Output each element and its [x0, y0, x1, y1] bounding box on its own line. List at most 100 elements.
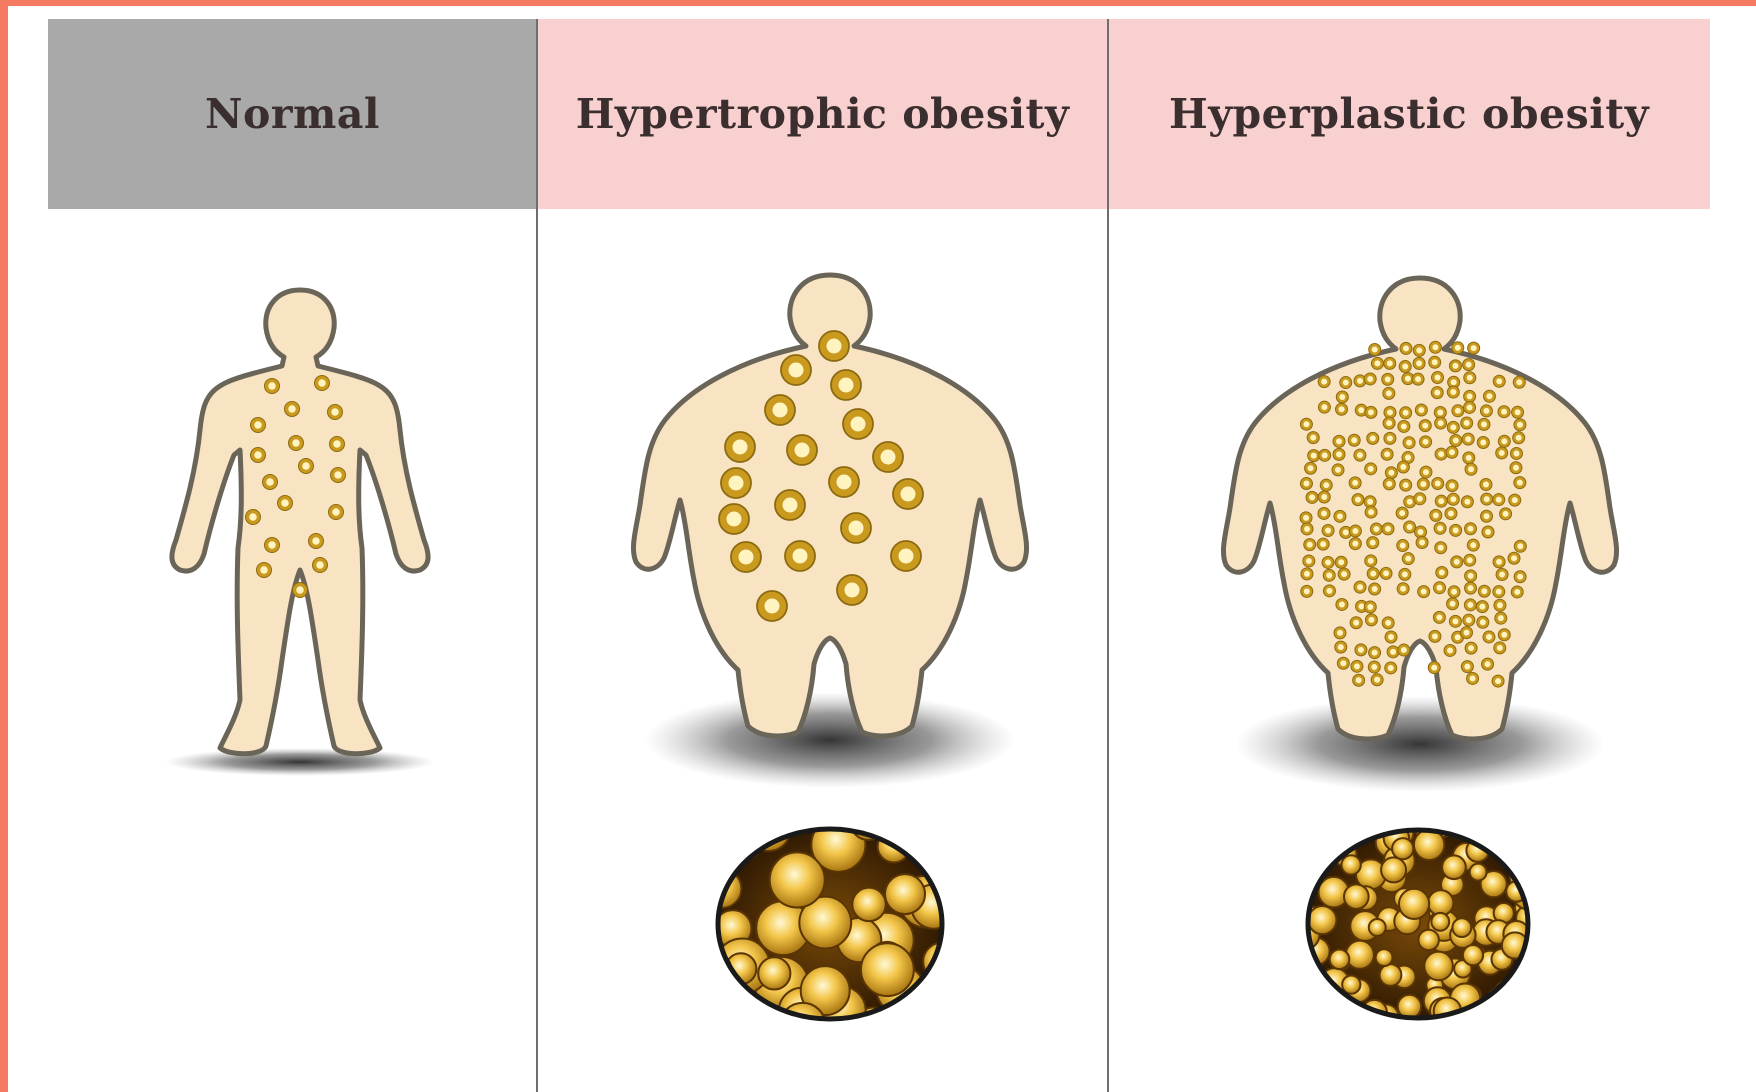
micrograph-cell [852, 888, 885, 921]
fat-cell [1385, 631, 1397, 643]
fat-cell [1435, 448, 1447, 460]
fat-cell [1335, 641, 1347, 653]
fat-cell [257, 563, 272, 578]
fat-cell [775, 490, 805, 520]
fat-cell [1514, 540, 1526, 552]
fat-cell [1323, 585, 1335, 597]
fat-cell [1400, 479, 1412, 491]
fat-cell [1301, 523, 1313, 535]
fat-cell [843, 409, 873, 439]
fat-cell [1429, 630, 1441, 642]
fat-cell [1318, 507, 1330, 519]
normal-body-figure [172, 290, 428, 754]
fat-cell [1317, 538, 1329, 550]
fat-cell [1481, 510, 1493, 522]
fat-cell [293, 583, 308, 598]
fat-cell [1367, 537, 1379, 549]
fat-cell [1364, 373, 1376, 385]
fat-cell [1399, 568, 1411, 580]
micrograph-cell [1418, 930, 1439, 951]
fat-cell [1498, 629, 1510, 641]
fat-cell [1467, 672, 1479, 684]
micrograph-cell [923, 943, 960, 980]
fat-cell [1318, 401, 1330, 413]
figure-shadow [165, 748, 435, 776]
fat-cell [1451, 556, 1463, 568]
fat-cell [1400, 407, 1412, 419]
fat-cell [1415, 404, 1427, 416]
fat-cell [1444, 644, 1456, 656]
fat-cell [873, 442, 903, 472]
micrograph-cell [1431, 913, 1449, 931]
fat-cell [1371, 357, 1383, 369]
fat-cell [1413, 357, 1425, 369]
fat-cell [1435, 542, 1447, 554]
fat-cell [1432, 372, 1444, 384]
fat-cell [1352, 494, 1364, 506]
fat-cell [831, 370, 861, 400]
micrograph-cell [1424, 952, 1453, 981]
fat-cell [1496, 447, 1508, 459]
micrograph-cell [1521, 967, 1539, 985]
fat-cell [1370, 523, 1382, 535]
fat-cell [1513, 376, 1525, 388]
micrograph-cell [1463, 945, 1483, 965]
fat-cell [1369, 583, 1381, 595]
micrograph-cell [1518, 860, 1548, 890]
fat-cell [1465, 463, 1477, 475]
micrograph-cell [1308, 906, 1336, 934]
fat-cell [1351, 660, 1363, 672]
micrograph-cell [1428, 890, 1453, 915]
fat-cell [1429, 356, 1441, 368]
fat-cell [1493, 375, 1505, 387]
fat-cell [1493, 556, 1505, 568]
fat-cell [1446, 446, 1458, 458]
fat-cell [1463, 452, 1475, 464]
micrograph-cell [1344, 884, 1369, 909]
micrograph-cell [1494, 981, 1521, 1008]
fat-cell [265, 538, 280, 553]
micrograph-cell [1392, 838, 1413, 859]
fat-cell [289, 436, 304, 451]
fat-cell [1430, 509, 1442, 521]
fat-cell [765, 395, 795, 425]
fat-cell [721, 468, 751, 498]
micrograph-cell [1302, 825, 1328, 851]
fat-cell [263, 475, 278, 490]
fat-cell [1417, 478, 1429, 490]
fat-cell [1495, 612, 1507, 624]
fat-cell [1364, 601, 1376, 613]
fat-cell [1365, 555, 1377, 567]
micrograph-cell [1502, 821, 1525, 844]
micrograph-cell [758, 957, 790, 989]
fat-cell [1322, 556, 1334, 568]
fat-cell [1334, 510, 1346, 522]
fat-cell [1301, 568, 1313, 580]
fat-cell [1447, 598, 1459, 610]
micrograph-cell [1290, 855, 1311, 876]
fat-cell [1450, 435, 1462, 447]
fat-cell [1348, 434, 1360, 446]
fat-cell [781, 355, 811, 385]
fat-cell [1383, 478, 1395, 490]
micrograph-cell [1291, 837, 1310, 856]
fat-cell [1448, 586, 1460, 598]
micrograph-cell [1514, 825, 1534, 845]
fat-cell [1300, 512, 1312, 524]
fat-cell [1382, 617, 1394, 629]
fat-cell [1382, 523, 1394, 535]
micrograph-cell [770, 852, 825, 907]
fat-cell [1461, 661, 1473, 673]
fat-cell [837, 575, 867, 605]
fat-cell [1511, 586, 1523, 598]
fat-cell [1385, 662, 1397, 674]
fat-cell [1349, 525, 1361, 537]
fat-cell [1399, 361, 1411, 373]
fat-cell [1461, 496, 1473, 508]
micrograph-cell [1399, 889, 1429, 919]
fat-cell [1432, 478, 1444, 490]
fat-cell [1349, 538, 1361, 550]
fat-cell [1464, 554, 1476, 566]
fat-cell [1354, 581, 1366, 593]
large-fat-cells-micrograph [687, 803, 961, 1049]
